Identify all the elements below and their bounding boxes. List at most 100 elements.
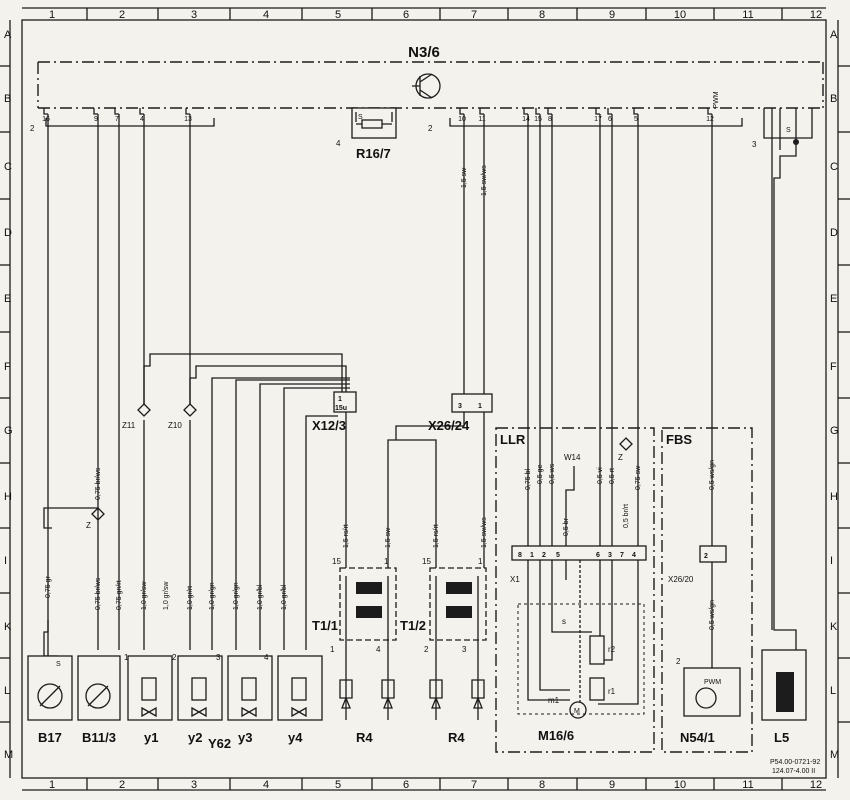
group-label-right: 2 [428, 124, 433, 133]
row-label: H [4, 491, 12, 503]
x26-24-label: X26/24 [428, 418, 470, 433]
motor-icon [569, 701, 587, 719]
b11-3-sensor-icon [85, 683, 111, 709]
r4-plugs: R4 R4 [339, 640, 485, 745]
row-label: D [830, 227, 838, 239]
wire-label: 1,0 gr/sw [141, 581, 148, 610]
y1-label: y1 [144, 730, 158, 745]
wire-label: 1,0 gr/bl [281, 584, 288, 610]
wire-label: 0,5 rt [609, 468, 616, 484]
wire-label: 1,0 gr/sw [163, 581, 170, 610]
left-connector-group: 2 [30, 118, 215, 133]
row-label: D [4, 227, 12, 239]
z-llr-icon [619, 437, 633, 451]
row-label: H [830, 491, 838, 503]
ref-code: P54.00-0721-92 [770, 759, 820, 766]
wire-label: 0,5 br/rt [623, 504, 630, 528]
row-label: L [4, 685, 10, 697]
l5-coil-icon [776, 672, 794, 712]
wire-label: 1,5 sw/ws [481, 165, 488, 196]
row-label: I [4, 555, 7, 567]
control-unit-n3-6: N3/6 [37, 44, 824, 109]
svg-text:Z: Z [86, 521, 91, 530]
wire-label: 1,5 sw [385, 527, 392, 548]
svg-text:1: 1 [338, 396, 342, 403]
x12-3-connector: 1 15u X12/3 [312, 391, 357, 433]
svg-text:11: 11 [478, 116, 485, 123]
col-label: 6 [403, 9, 409, 21]
n3-6-label: N3/6 [408, 44, 440, 61]
wire-label: 1,5 rs/rt [343, 524, 350, 548]
col-label: 1 [49, 779, 55, 791]
reference: P54.00-0721-92 124.07-4.00 II [770, 759, 820, 775]
svg-text:4: 4 [376, 645, 381, 654]
col-label: 10 [674, 9, 686, 21]
row-label: C [4, 161, 12, 173]
col-label: 5 [335, 779, 341, 791]
wire-label: 0,75 gr [45, 576, 52, 598]
llr-label: LLR [500, 432, 526, 447]
col-label: 2 [119, 9, 125, 21]
wire-label: 1,0 gr/gn [233, 582, 240, 610]
wire-label: 1,5 rs/rt [433, 524, 440, 548]
valve-y1-icon [141, 677, 157, 701]
wire-label: 0,75 br/ws [95, 577, 102, 610]
svg-text:5: 5 [634, 116, 638, 123]
svg-text:M: M [574, 708, 580, 715]
t1-2-label: T1/2 [400, 618, 426, 633]
row-label: K [4, 621, 12, 633]
svg-text:S: S [56, 661, 61, 668]
row-label: G [830, 425, 839, 437]
ref-date: 124.07-4.00 II [772, 768, 815, 775]
svg-text:10: 10 [458, 116, 466, 123]
col-label: 3 [191, 779, 197, 791]
svg-text:16: 16 [42, 116, 50, 123]
z11-icon [137, 403, 151, 417]
r4-right-label: R4 [448, 730, 465, 745]
col-label: 11 [742, 779, 753, 791]
valve-y3-icon [241, 677, 257, 701]
wire-label: 1,0 gr/rt [187, 586, 194, 610]
x1-pin: 8 [518, 552, 522, 559]
svg-text:8: 8 [548, 116, 552, 123]
x12-3-label: X12/3 [312, 418, 346, 433]
col-label: 12 [810, 779, 822, 791]
x1-pin: 3 [608, 552, 612, 559]
svg-text:1: 1 [384, 557, 389, 566]
coil-icon [356, 582, 382, 594]
svg-text:1: 1 [124, 653, 129, 662]
y2-label: y2 [188, 730, 202, 745]
svg-text:12: 12 [706, 116, 714, 123]
svg-text:2: 2 [676, 657, 681, 666]
valve-y4-icon [291, 677, 307, 701]
svg-text:15: 15 [332, 557, 341, 566]
row-label: L [830, 685, 836, 697]
col-label: 4 [263, 9, 269, 21]
svg-text:9: 9 [94, 116, 98, 123]
row-label: C [830, 161, 838, 173]
pin-stubs [43, 108, 712, 115]
fbs-box: FBS 2 X26/20 2 PWM N54/1 [661, 427, 753, 753]
z-markers: Z11 Z10 Z Z [86, 403, 633, 530]
x1-pin: 7 [620, 552, 624, 559]
valve-y2-icon [191, 677, 207, 701]
col-label: 4 [263, 779, 269, 791]
col-label: 12 [810, 9, 822, 21]
svg-text:1: 1 [330, 645, 335, 654]
m16-6-label: M16/6 [538, 728, 574, 743]
row-label: F [830, 361, 837, 373]
z10-icon [183, 403, 197, 417]
svg-text:PWM: PWM [704, 679, 721, 686]
svg-text:Z: Z [618, 453, 623, 462]
wire-label: 1,0 gr/gn [209, 582, 216, 610]
svg-text:r1: r1 [608, 687, 616, 696]
r16-7-label: R16/7 [356, 146, 391, 161]
r4-left-label: R4 [356, 730, 373, 745]
svg-text:6: 6 [608, 116, 612, 123]
svg-text:2: 2 [424, 645, 429, 654]
x1-pin: 2 [542, 552, 546, 559]
row-label: K [830, 621, 838, 633]
x1-label: X1 [510, 575, 520, 584]
